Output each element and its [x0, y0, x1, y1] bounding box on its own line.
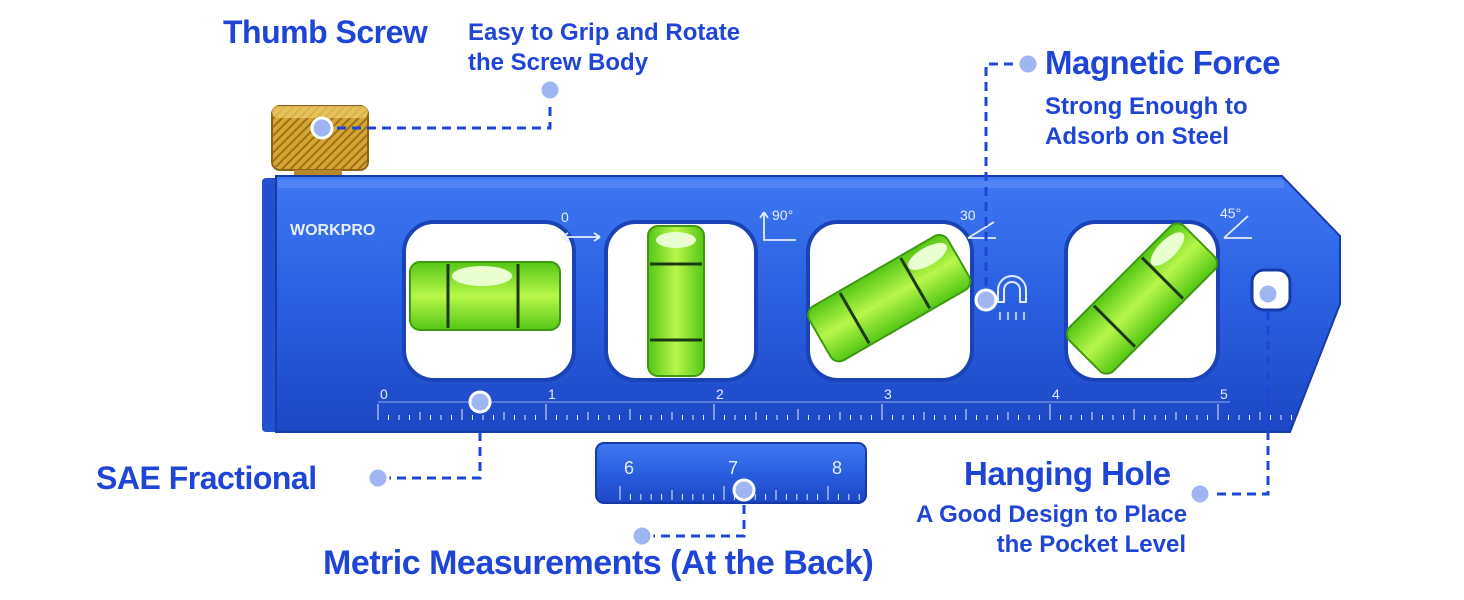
back-scale — [595, 442, 867, 504]
ruler-label: 3 — [884, 386, 892, 402]
thumb-screw-desc-line1: Easy to Grip and Rotate — [468, 19, 741, 46]
angle-markings — [561, 211, 1252, 242]
magnetic-force-title: Magnetic Force — [1045, 44, 1281, 81]
ruler-label: 4 — [1052, 386, 1060, 402]
thumb-screw-title: Thumb Screw — [223, 14, 428, 50]
vial-window-vertical — [604, 220, 758, 382]
angle-label-45: 45° — [1220, 205, 1241, 221]
back-scale-label: 7 — [728, 458, 738, 478]
angle-label-30: 30 — [960, 207, 976, 223]
ruler-label: 1 — [548, 386, 556, 402]
back-scale-label: 6 — [624, 458, 634, 478]
vial-window-45 — [1064, 220, 1220, 382]
ruler-label: 2 — [716, 386, 724, 402]
hanging-hole-desc-line2: the Pocket Level — [996, 531, 1186, 558]
callout-dots — [310, 52, 1280, 548]
magnetic-force-desc-line1: Strong Enough to — [1045, 93, 1248, 120]
hanging-hole-desc-line1: A Good Design to Place — [916, 501, 1188, 528]
ruler-label: 0 — [380, 386, 388, 402]
leader-lines — [322, 62, 1270, 538]
hanging-hole-title: Hanging Hole — [964, 455, 1171, 492]
magnet-icon — [997, 275, 1027, 320]
hanging-hole-desc: A Good Design to Place the Pocket Level — [916, 500, 1188, 560]
angle-label-90: 90° — [772, 207, 793, 223]
magnetic-force-desc-line2: Adsorb on Steel — [1045, 123, 1230, 150]
brand-logo: WORKPRO — [290, 222, 375, 239]
inch-ruler — [377, 401, 1303, 420]
vial-window-30 — [806, 220, 974, 382]
vial-window-horizontal — [402, 220, 576, 382]
ruler-label: 5 — [1220, 386, 1228, 402]
thumb-screw-desc-line2: the Screw Body — [468, 49, 649, 76]
magnetic-force-desc: Strong Enough to Adsorb on Steel — [1045, 92, 1248, 152]
metric-measurements-title: Metric Measurements (At the Back) — [323, 544, 874, 582]
angle-label-0: 0 — [561, 209, 569, 225]
sae-fractional-title: SAE Fractional — [96, 460, 317, 496]
thumb-screw-desc: Easy to Grip and Rotate the Screw Body — [468, 18, 740, 78]
back-scale-label: 8 — [832, 458, 842, 478]
